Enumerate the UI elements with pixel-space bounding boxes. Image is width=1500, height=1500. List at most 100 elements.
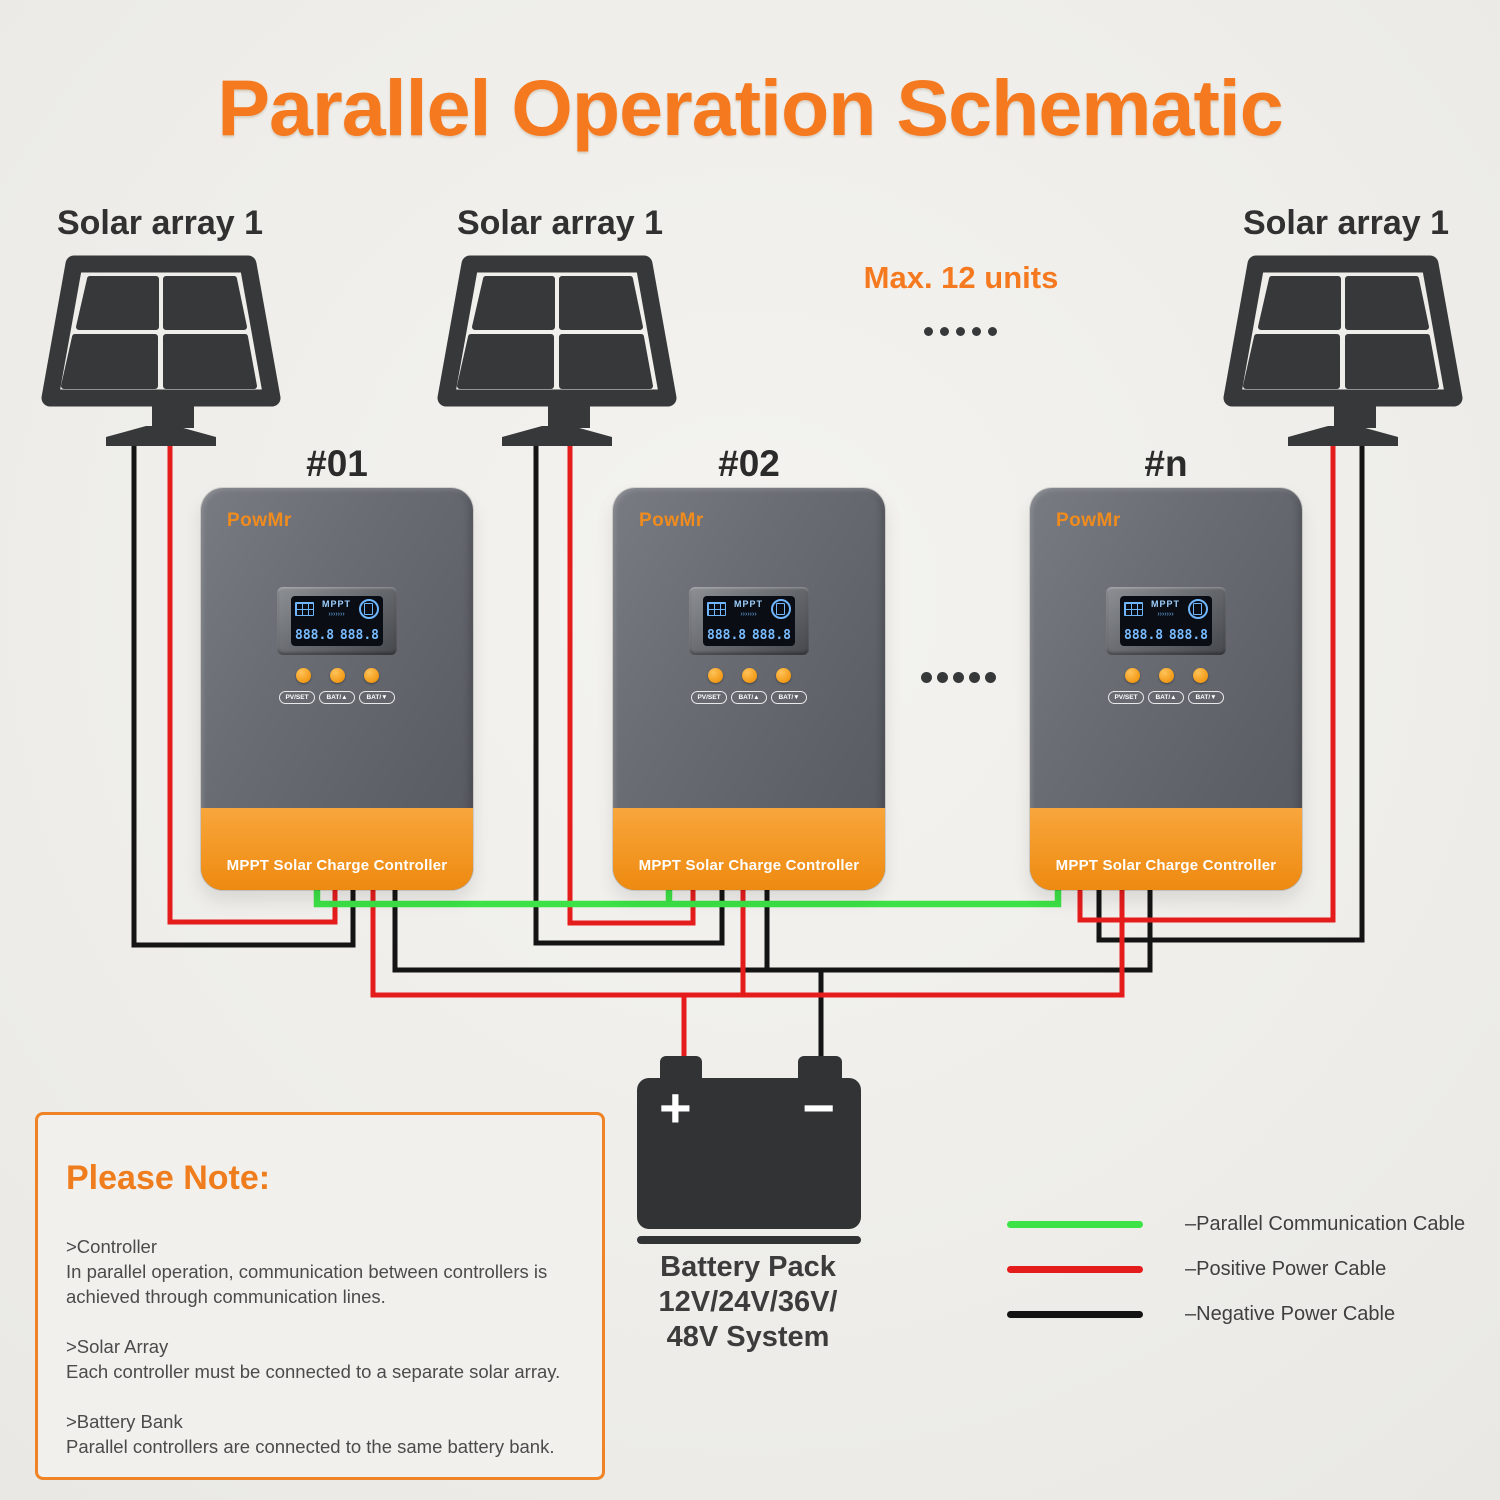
legend-label: –Positive Power Cable	[1185, 1257, 1387, 1280]
controller-id: #01	[306, 443, 368, 484]
ellipsis-dot	[940, 327, 949, 336]
round-button	[295, 668, 311, 683]
battery-label-line: Battery Pack	[660, 1251, 836, 1283]
ellipsis-dot	[937, 672, 948, 683]
pv-set-button: PV/SET	[691, 691, 727, 704]
ellipsis-dot	[988, 327, 997, 336]
lcd-mode-text: MPPT	[733, 599, 763, 609]
lcd-bat-value: 888.8	[751, 628, 791, 643]
pv-set-button: PV/SET	[279, 691, 315, 704]
solar-array-n-label: Solar array 1	[1242, 204, 1450, 242]
note-item-body: Parallel controllers are connected to th…	[66, 1436, 555, 1457]
black-cable-swatch	[1007, 1310, 1143, 1318]
round-button-row	[1030, 668, 1302, 683]
bat-up-button: BAT/▲	[731, 691, 767, 704]
legend-label: –Parallel Communication Cable	[1185, 1212, 1466, 1235]
lcd-flow-arrows: ›››››››	[328, 611, 345, 618]
note-item-body: In parallel operation, communication bet…	[66, 1261, 548, 1307]
controller-id: #02	[718, 443, 780, 484]
round-button	[1124, 668, 1140, 683]
battery-pack: + −	[630, 1050, 870, 1250]
note-item-solar-array: >Solar Array Each controller must be con…	[66, 1334, 584, 1384]
minus-sign: −	[802, 1076, 835, 1139]
solar-panel-icon	[295, 602, 314, 616]
controller-continuation-ellipsis	[921, 672, 996, 683]
cable-legend: –Parallel Communication Cable –Positive …	[1007, 1211, 1465, 1346]
controller-id: #n	[1144, 443, 1188, 484]
positive-power-cables	[167, 438, 1336, 1072]
lcd-display: MPPT ››››››› 888.8 888.8	[689, 587, 809, 655]
battery-icon	[358, 599, 379, 619]
max-units-note: Max. 12 units	[863, 260, 1059, 295]
round-button-row	[201, 668, 473, 683]
legend-row: –Parallel Communication Cable	[1007, 1211, 1465, 1237]
round-button	[329, 668, 345, 683]
controller-footer-label: MPPT Solar Charge Controller	[1030, 808, 1302, 890]
solar-panel-icon	[1124, 602, 1143, 616]
solar-panel-2-icon	[437, 255, 677, 446]
note-item-battery-bank: >Battery Bank Parallel controllers are c…	[66, 1409, 584, 1459]
solar-panel-1-icon	[41, 255, 281, 446]
controller-footer-label: MPPT Solar Charge Controller	[201, 808, 473, 890]
lcd-display: MPPT ››››››› 888.8 888.8	[277, 587, 397, 655]
pv-set-button: PV/SET	[1108, 691, 1144, 704]
solar-array-1-label: Solar array 1	[56, 204, 264, 242]
ellipsis-dot	[924, 327, 933, 336]
ellipsis-dot	[921, 672, 932, 683]
lcd-flow-arrows: ›››››››	[740, 611, 757, 618]
button-label-row: PV/SET BAT/▲ BAT/▼	[1030, 691, 1302, 704]
note-item-controller: >Controller In parallel operation, commu…	[66, 1234, 584, 1309]
max-units-ellipsis	[924, 327, 997, 336]
legend-label: –Negative Power Cable	[1185, 1302, 1396, 1325]
battery-label-line: 48V System	[666, 1321, 830, 1353]
controller-body: PowMr MPPT ››››››› 888.8 888.8	[613, 488, 885, 890]
plus-sign: +	[659, 1076, 692, 1139]
ellipsis-dot	[956, 327, 965, 336]
lcd-bat-value: 888.8	[339, 628, 379, 643]
round-button	[707, 668, 723, 683]
brand-logo: PowMr	[1056, 510, 1121, 531]
battery-base-bar	[637, 1236, 861, 1244]
lcd-screen: MPPT ››››››› 888.8 888.8	[291, 596, 383, 646]
solar-array-2-label: Solar array 1	[456, 204, 664, 242]
bat-down-button: BAT/▼	[1188, 691, 1224, 704]
note-item-title: >Controller	[66, 1236, 158, 1257]
charge-controller-02: #02 PowMr MPPT ››››››› 888.8 888.8	[613, 443, 885, 890]
round-button-row	[613, 668, 885, 683]
round-button	[1158, 668, 1174, 683]
brand-logo: PowMr	[639, 510, 704, 531]
bat-down-button: BAT/▼	[359, 691, 395, 704]
bat-down-button: BAT/▼	[771, 691, 807, 704]
solar-panel-n-icon	[1223, 255, 1463, 446]
button-label-row: PV/SET BAT/▲ BAT/▼	[201, 691, 473, 704]
green-cable-swatch	[1007, 1220, 1143, 1228]
lcd-mode-text: MPPT	[1150, 599, 1180, 609]
charge-controller-n: #n PowMr MPPT ››››››› 888.8 888.8	[1030, 443, 1302, 890]
battery-label: Battery Pack 12V/24V/36V/ 48V System	[598, 1250, 898, 1355]
round-button	[363, 668, 379, 683]
lcd-screen: MPPT ››››››› 888.8 888.8	[703, 596, 795, 646]
lcd-pv-value: 888.8	[707, 628, 747, 643]
ellipsis-dot	[972, 327, 981, 336]
lcd-bat-value: 888.8	[1168, 628, 1208, 643]
battery-body: + −	[637, 1076, 861, 1229]
ellipsis-dot	[969, 672, 980, 683]
bat-up-button: BAT/▲	[1148, 691, 1184, 704]
red-cable-swatch	[1007, 1265, 1143, 1273]
legend-row: –Negative Power Cable	[1007, 1301, 1465, 1327]
button-label-row: PV/SET BAT/▲ BAT/▼	[613, 691, 885, 704]
battery-icon	[770, 599, 791, 619]
solar-panel-icon	[707, 602, 726, 616]
round-button	[741, 668, 757, 683]
controller-body: PowMr MPPT ››››››› 888.8 888.8	[201, 488, 473, 890]
battery-label-line: 12V/24V/36V/	[658, 1286, 838, 1318]
please-note-box: Please Note: >Controller In parallel ope…	[35, 1112, 605, 1480]
lcd-display: MPPT ››››››› 888.8 888.8	[1106, 587, 1226, 655]
lcd-pv-value: 888.8	[1124, 628, 1164, 643]
lcd-pv-value: 888.8	[295, 628, 335, 643]
bat-up-button: BAT/▲	[319, 691, 355, 704]
charge-controller-01: #01 PowMr MPPT ››››››› 888.8 888.8	[201, 443, 473, 890]
brand-logo: PowMr	[227, 510, 292, 531]
